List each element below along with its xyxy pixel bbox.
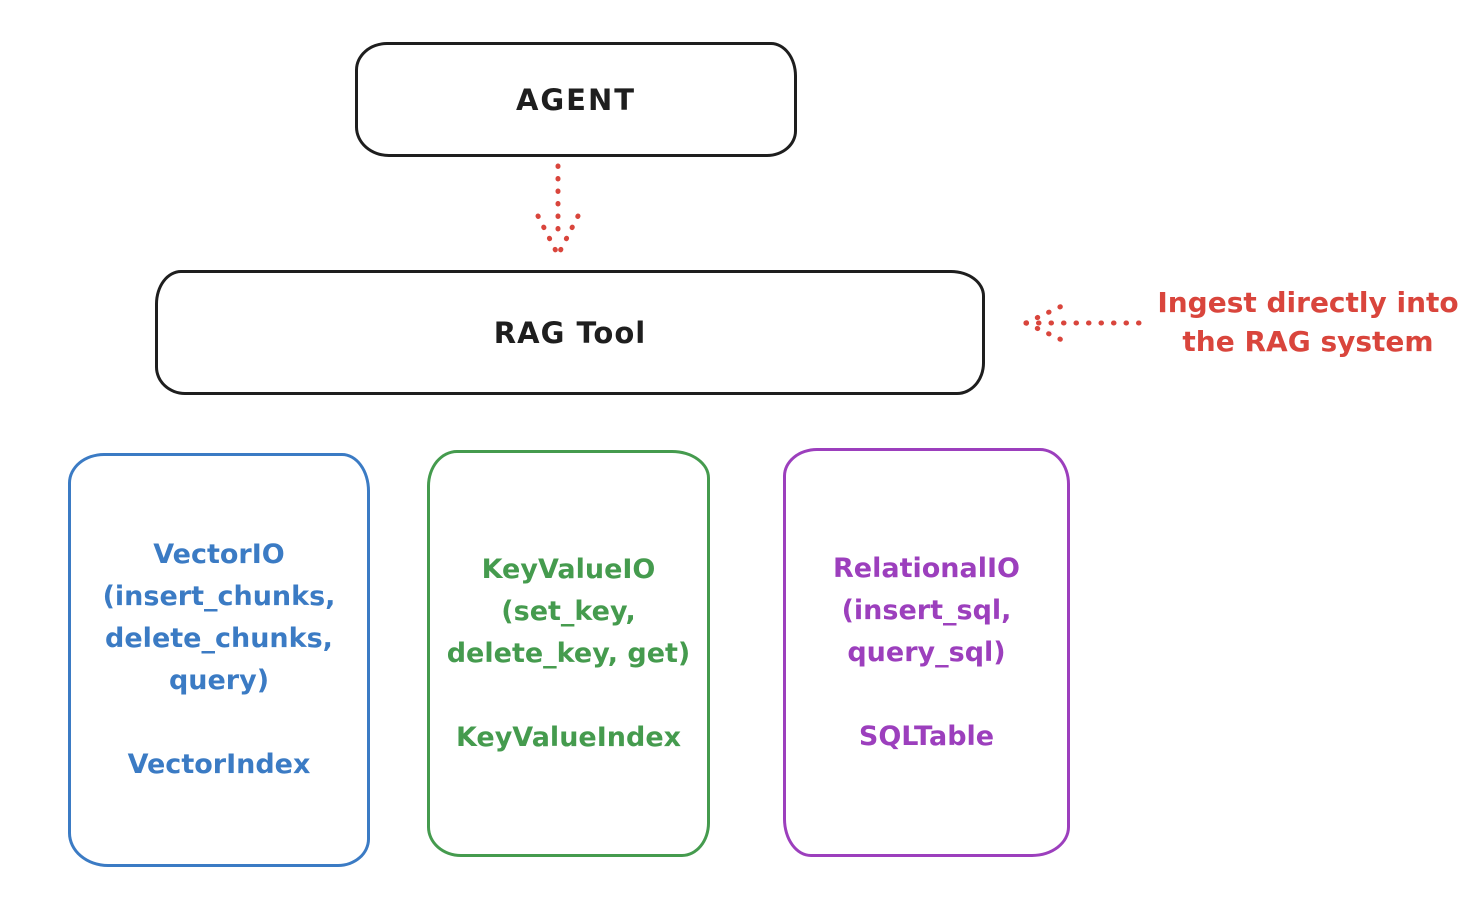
ingest-annotation-line2: the RAG system xyxy=(1182,325,1434,358)
annotation-to-ragtool-arrow xyxy=(1023,302,1143,344)
keyvalue-io-line: KeyValueIO xyxy=(481,553,656,585)
vector-io-line: (insert_chunks, xyxy=(102,581,336,612)
agent-node: AGENT xyxy=(355,42,797,157)
keyvalue-io-line: (set_key, xyxy=(501,595,636,627)
sql-table-label: SQLTable xyxy=(858,720,995,752)
vector-io-line: query) xyxy=(168,665,270,696)
ingest-annotation-line1: Ingest directly into xyxy=(1157,286,1459,319)
keyvalue-index-label: KeyValueIndex xyxy=(455,721,682,753)
vector-index-label: VectorIndex xyxy=(127,749,311,780)
vector-io-node: VectorIO (insert_chunks, delete_chunks, … xyxy=(68,453,370,867)
keyvalue-io-line: delete_key, get) xyxy=(446,637,691,669)
rag-tool-label: RAG Tool xyxy=(493,315,647,350)
relational-io-node: RelationalIO (insert_sql, query_sql) SQL… xyxy=(783,448,1070,857)
agent-to-ragtool-arrow xyxy=(535,163,581,258)
vector-io-line: delete_chunks, xyxy=(105,623,333,654)
relational-io-line: query_sql) xyxy=(847,636,1006,668)
relational-io-line: RelationalIO xyxy=(833,552,1020,584)
relational-io-line: (insert_sql, xyxy=(841,594,1012,626)
vector-io-line: VectorIO xyxy=(153,539,285,570)
keyvalue-io-node: KeyValueIO (set_key, delete_key, get) Ke… xyxy=(427,450,710,857)
rag-tool-node: RAG Tool xyxy=(155,270,985,395)
ingest-annotation: Ingest directly into the RAG system xyxy=(1138,283,1478,361)
agent-label: AGENT xyxy=(515,82,637,117)
